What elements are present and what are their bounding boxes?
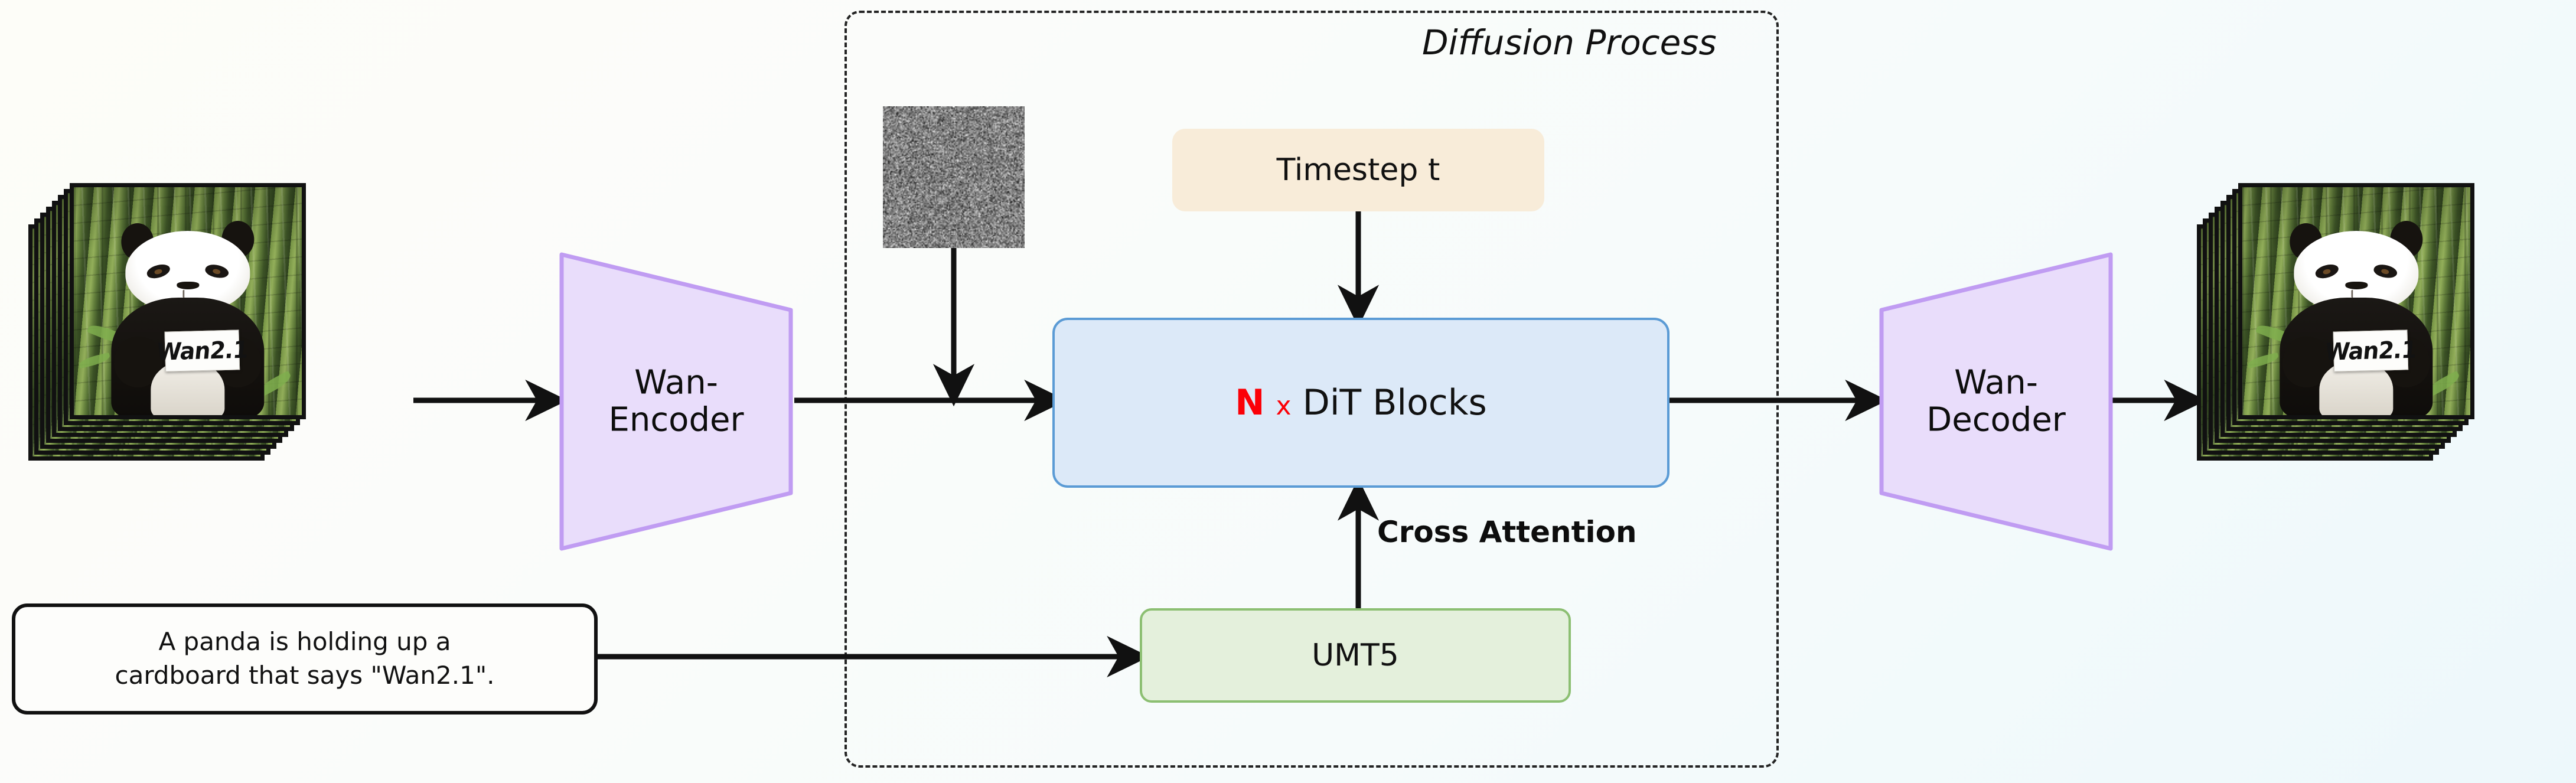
dit-blocks-text: DiT Blocks [1303, 382, 1487, 423]
wan-encoder[interactable]: Wan- Encoder [558, 251, 794, 552]
dit-count: N [1235, 382, 1264, 423]
panda-sign-text: Wan2.1 [155, 336, 249, 366]
cross-attention-label: Cross Attention [1377, 515, 1637, 549]
panda-sign: Wan2.1 [165, 330, 240, 373]
umt5-label: UMT5 [1312, 637, 1399, 675]
panda-sign-text: Wan2.1 [2324, 336, 2418, 366]
wan-decoder-label: Wan- Decoder [1878, 364, 2114, 438]
diffusion-process-title: Diffusion Process [1422, 22, 1717, 63]
panda-illustration: Wan2.1 [117, 219, 258, 415]
umt5-box[interactable]: UMT5 [1140, 608, 1571, 703]
wan-decoder[interactable]: Wan- Decoder [1878, 251, 2114, 552]
dit-multiply: x [1276, 391, 1292, 421]
output-frame-stack: Wan2.1 [2197, 183, 2474, 461]
timestep-box[interactable]: Timestep t [1172, 129, 1544, 211]
gaussian-noise-latent [883, 106, 1025, 248]
timestep-label: Timestep t [1277, 151, 1440, 190]
prompt-line-1: A panda is holding up a [158, 627, 451, 656]
output-frame-front: Wan2.1 [2238, 183, 2474, 419]
panda-sign: Wan2.1 [2333, 330, 2409, 373]
prompt-line-2: cardboard that says "Wan2.1". [115, 661, 495, 690]
prompt-text: A panda is holding up a cardboard that s… [115, 625, 495, 692]
panda-illustration: Wan2.1 [2285, 219, 2427, 415]
input-frame-stack: Wan2.1 [28, 183, 306, 461]
prompt-box[interactable]: A panda is holding up a cardboard that s… [12, 603, 598, 715]
dit-blocks-box[interactable]: N x DiT Blocks [1052, 318, 1669, 488]
dit-blocks-label: N x DiT Blocks [1235, 381, 1487, 425]
input-frame-front: Wan2.1 [70, 183, 306, 419]
wan-encoder-label: Wan- Encoder [558, 364, 794, 438]
